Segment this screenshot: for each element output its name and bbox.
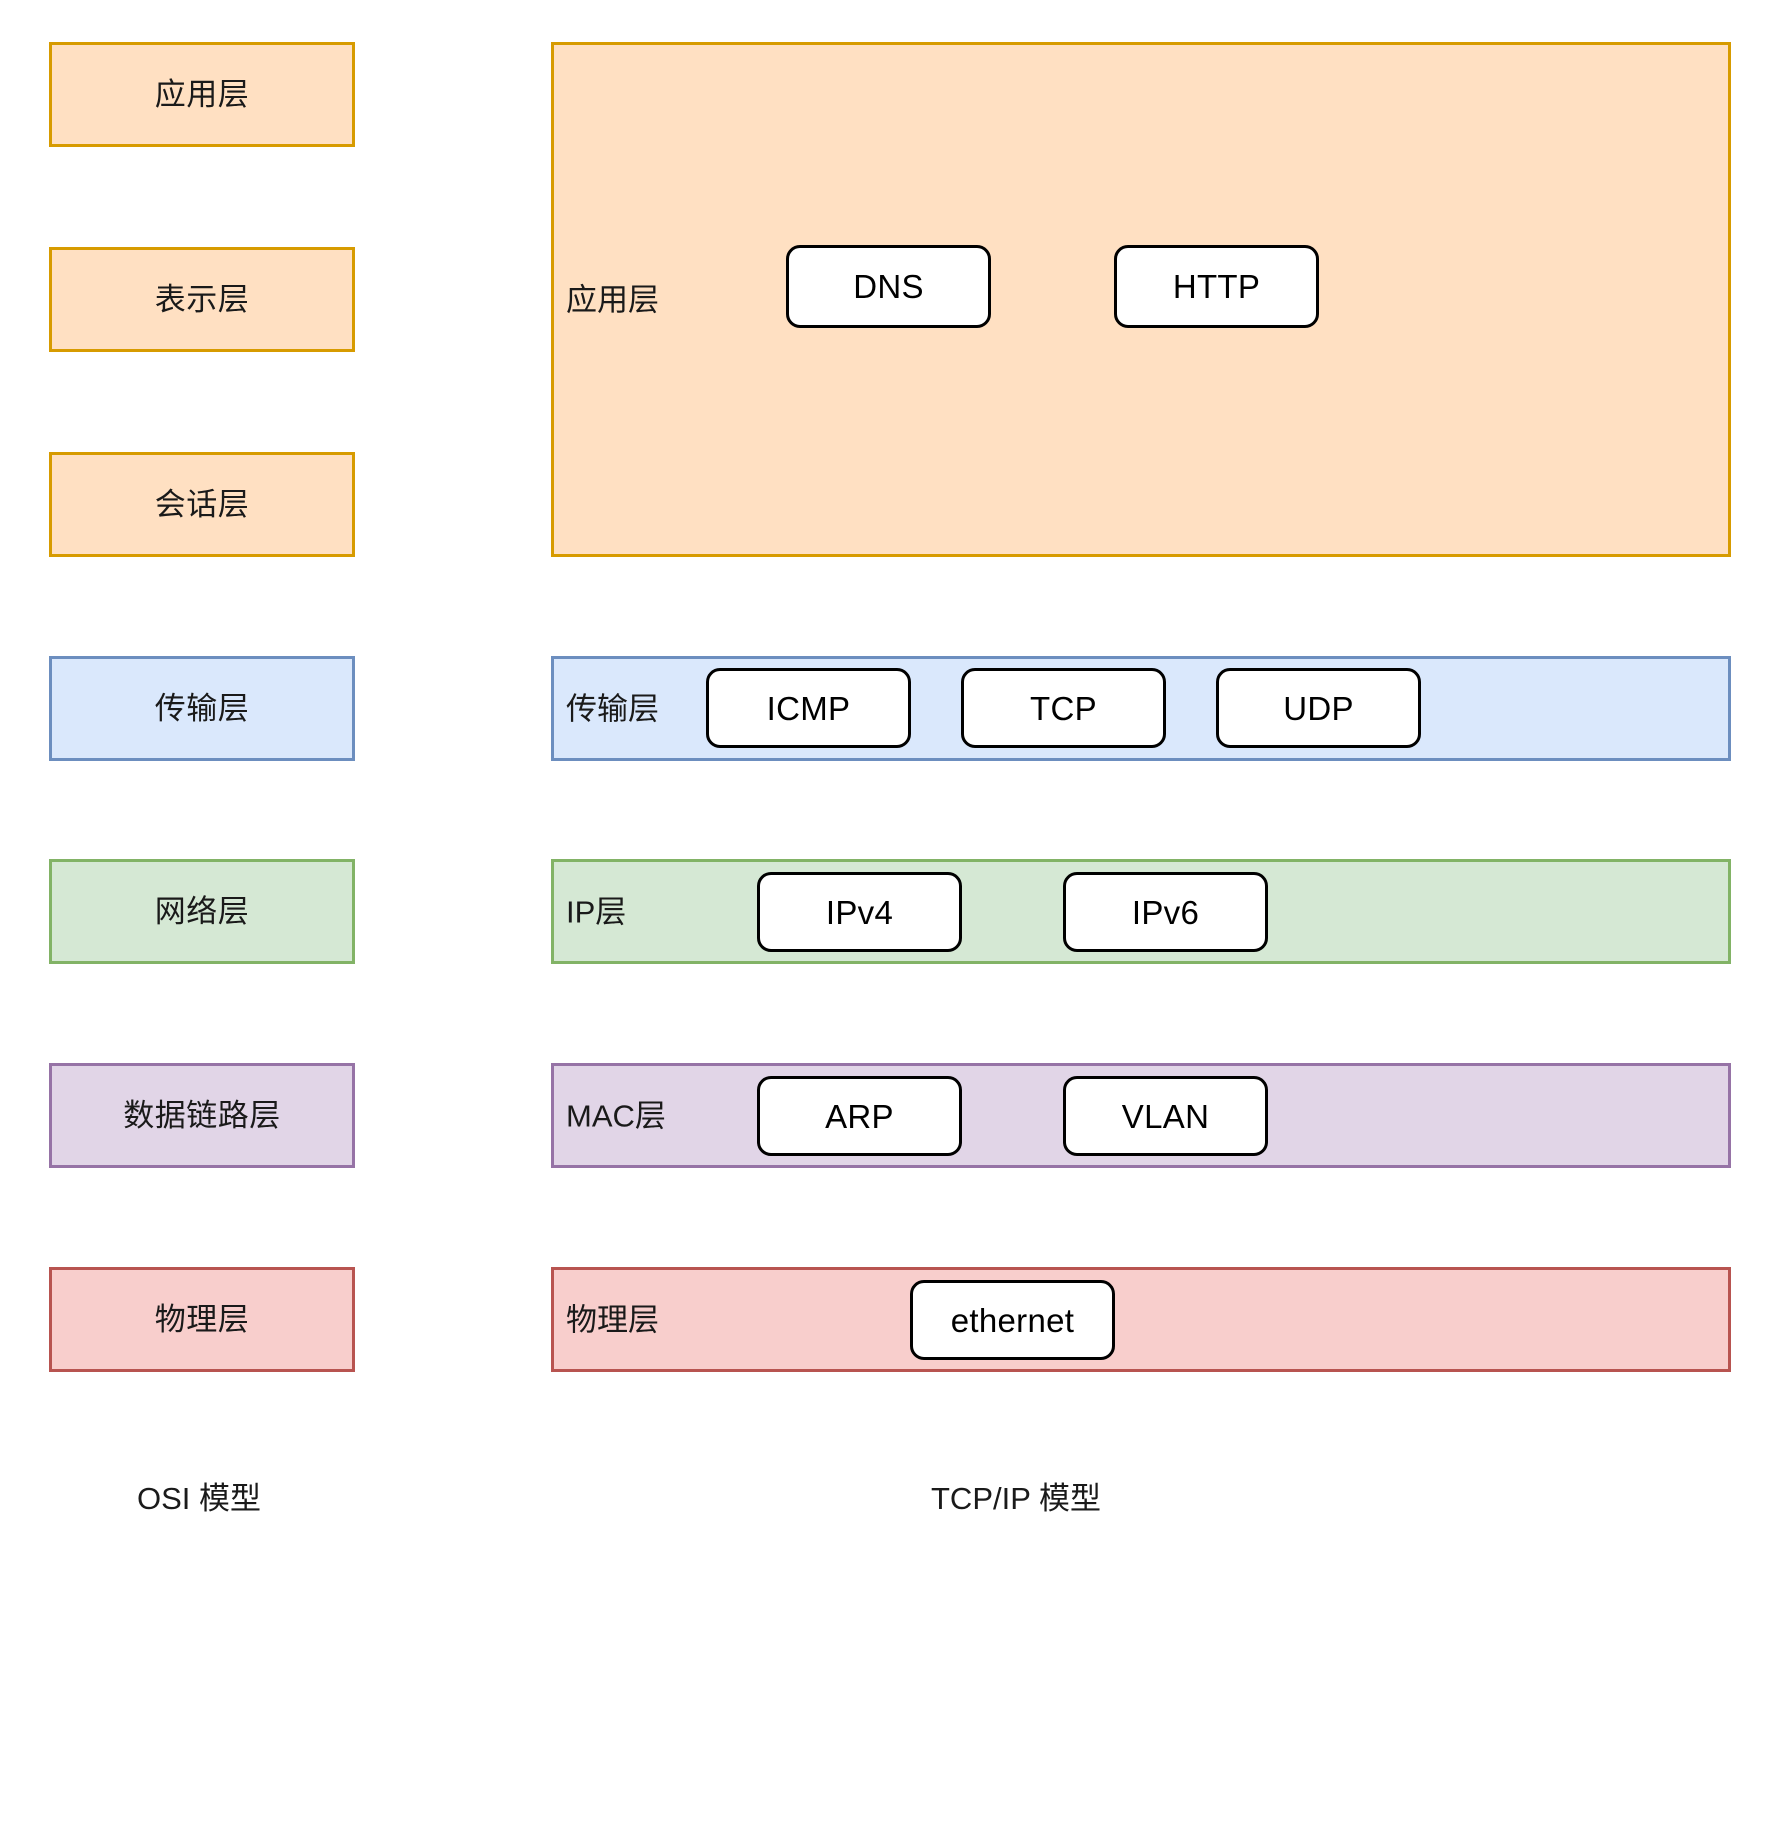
osi-layer-application[interactable]: 应用层: [49, 42, 355, 147]
protocol-chip-udp[interactable]: UDP: [1216, 668, 1421, 748]
protocol-chip-ipv4[interactable]: IPv4: [757, 872, 962, 952]
osi-layer-transport[interactable]: 传输层: [49, 656, 355, 761]
tcpip-layer-ip-label: IP层: [566, 894, 627, 929]
osi-layer-presentation[interactable]: 表示层: [49, 247, 355, 352]
tcpip-layer-physical[interactable]: 物理层: [551, 1267, 1731, 1372]
osi-layer-datalink-label: 数据链路层: [123, 1098, 281, 1133]
osi-layer-transport-label: 传输层: [154, 691, 250, 726]
tcpip-layer-transport-label: 传输层: [566, 691, 659, 726]
osi-model-caption: OSI 模型: [137, 1481, 262, 1516]
tcpip-layer-physical-label: 物理层: [566, 1302, 659, 1337]
protocol-chip-vlan[interactable]: VLAN: [1063, 1076, 1268, 1156]
protocol-chip-dns[interactable]: DNS: [786, 245, 991, 328]
osi-layer-network[interactable]: 网络层: [49, 859, 355, 964]
osi-layer-session-label: 会话层: [154, 487, 250, 522]
osi-layer-physical[interactable]: 物理层: [49, 1267, 355, 1372]
protocol-chip-arp-label: ARP: [825, 1097, 894, 1135]
protocol-chip-vlan-label: VLAN: [1121, 1097, 1210, 1135]
protocol-chip-tcp-label: TCP: [1030, 689, 1097, 727]
tcpip-model-caption: TCP/IP 模型: [931, 1481, 1101, 1516]
tcpip-layer-application-label: 应用层: [566, 282, 659, 317]
protocol-chip-http[interactable]: HTTP: [1114, 245, 1319, 328]
osi-layer-application-label: 应用层: [154, 77, 250, 112]
osi-layer-presentation-label: 表示层: [154, 282, 250, 317]
protocol-chip-ipv4-label: IPv4: [825, 893, 894, 931]
osi-layer-datalink[interactable]: 数据链路层: [49, 1063, 355, 1168]
osi-layer-physical-label: 物理层: [154, 1302, 250, 1337]
tcpip-layer-mac-label: MAC层: [566, 1098, 666, 1133]
protocol-chip-udp-label: UDP: [1283, 689, 1354, 727]
protocol-chip-ipv6-label: IPv6: [1131, 893, 1200, 931]
protocol-chip-ipv6[interactable]: IPv6: [1063, 872, 1268, 952]
protocol-chip-http-label: HTTP: [1172, 268, 1261, 305]
protocol-chip-dns-label: DNS: [853, 268, 924, 305]
osi-layer-session[interactable]: 会话层: [49, 452, 355, 557]
protocol-chip-icmp[interactable]: ICMP: [706, 668, 911, 748]
osi-layer-network-label: 网络层: [154, 894, 250, 929]
protocol-chip-arp[interactable]: ARP: [757, 1076, 962, 1156]
protocol-chip-icmp-label: ICMP: [766, 689, 851, 727]
protocol-chip-tcp[interactable]: TCP: [961, 668, 1166, 748]
protocol-chip-ethernet[interactable]: ethernet: [910, 1280, 1115, 1360]
protocol-chip-ethernet-label: ethernet: [950, 1301, 1075, 1339]
